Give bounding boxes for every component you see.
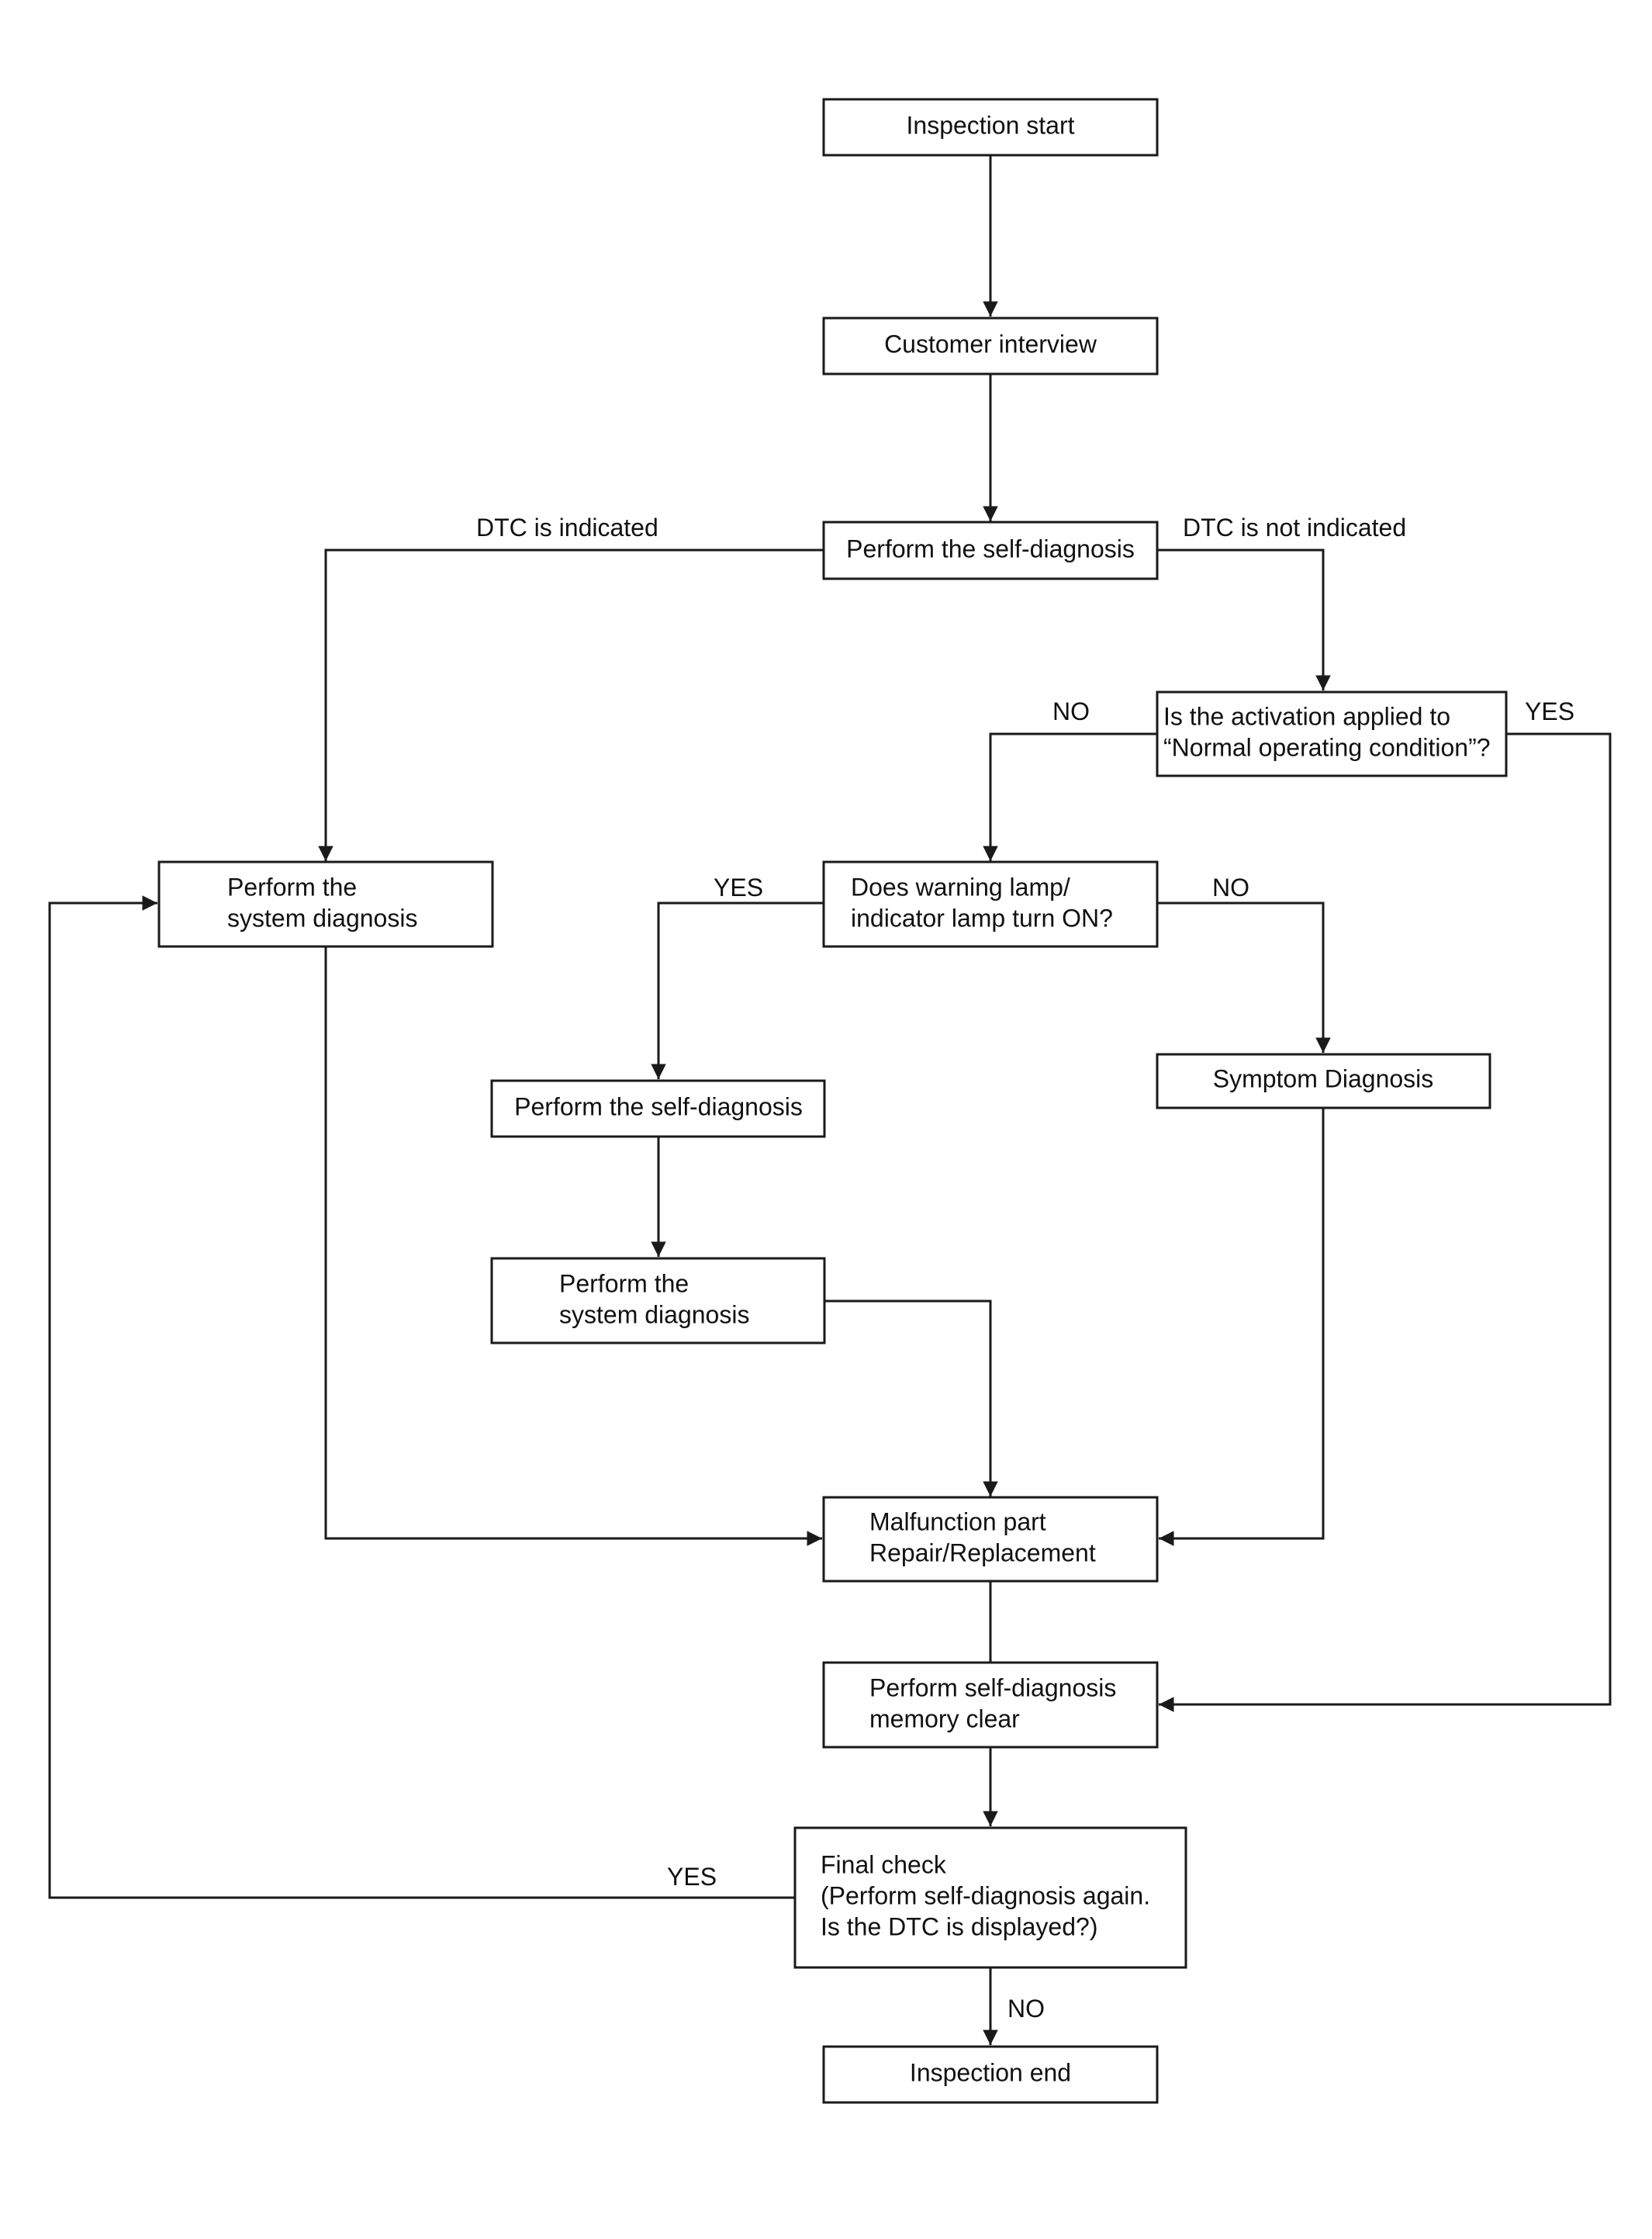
node-text-line: “Normal operating condition”? [1163, 733, 1491, 761]
node-text: Inspection end [910, 2058, 1071, 2086]
node-text-line: Final check [821, 1850, 947, 1878]
node-text-line: memory clear [869, 1704, 1020, 1732]
node-activation-question: Is the activation applied to “Normal oper… [1156, 690, 1508, 777]
node-text-line: Inspection end [910, 2058, 1071, 2086]
label-lamp-no: NO [1212, 874, 1249, 901]
connector-final-yes [48, 895, 795, 1899]
node-text-line: Does warning lamp/ [851, 873, 1070, 901]
node-text-line: Inspection start [907, 111, 1075, 139]
node-text: Perform self-diagnosis memory clear [869, 1673, 1116, 1732]
node-customer-interview: Customer interview [822, 317, 1159, 375]
label-lamp-yes: YES [714, 874, 763, 901]
connector-activation-yes [1159, 732, 1612, 1712]
node-inspection-end: Inspection end [822, 2045, 1159, 2104]
node-text: Does warning lamp/indicator lamp turn ON… [851, 873, 1113, 932]
node-final-check: Final check (Perform self-diagnosis again… [793, 1826, 1187, 1969]
connector-system-left-to-repair [324, 946, 822, 1546]
connector-activation-no [983, 732, 1157, 861]
node-text: Inspection start [907, 111, 1075, 139]
node-text-line: system diagnosis [559, 1300, 749, 1328]
label-dtc-not-indicated: DTC is not indicated [1183, 514, 1406, 542]
node-text-line: Is the activation applied to [1163, 702, 1450, 730]
label-activation-yes: YES [1525, 697, 1574, 725]
node-text: Final check (Perform self-diagnosis again… [821, 1850, 1150, 1940]
node-text: Symptom Diagnosis [1213, 1064, 1434, 1092]
connector-system-mid-to-repair [824, 1299, 998, 1497]
node-text-line: Malfunction part [869, 1507, 1046, 1535]
connector-lamp-yes [651, 901, 824, 1079]
label-final-no: NO [1007, 1995, 1045, 2023]
node-text: Customer interview [884, 330, 1097, 358]
node-text-line: Perform self-diagnosis [869, 1673, 1116, 1701]
node-text: Perform the system diagnosis [227, 873, 417, 932]
node-text-line: Perform the [227, 873, 357, 901]
label-dtc-indicated: DTC is indicated [476, 514, 658, 542]
node-memory-clear: Perform self-diagnosis memory clear [822, 1661, 1159, 1749]
node-system-diagnosis-left: Perform the system diagnosis [157, 860, 494, 948]
node-text-line: Perform the [559, 1269, 689, 1297]
node-text-line: Symptom Diagnosis [1213, 1064, 1434, 1092]
label-final-yes: YES [667, 1863, 717, 1891]
node-text: Perform the self-diagnosis [514, 1092, 803, 1120]
node-text-line: Perform the self-diagnosis [514, 1092, 803, 1120]
connector-symptom-to-repair [1159, 1108, 1325, 1546]
node-symptom-diagnosis: Symptom Diagnosis [1156, 1053, 1491, 1109]
node-text-line: Perform the self-diagnosis [846, 535, 1135, 562]
node-text-line: Is the DTC is displayed?) [821, 1912, 1097, 1940]
node-text-line: (Perform self-diagnosis again. [821, 1881, 1150, 1909]
edge-labels: DTC is indicated DTC is not indicated NO… [476, 514, 1574, 2023]
label-activation-no: NO [1052, 697, 1090, 725]
node-text: Is the activation applied to “Normal oper… [1163, 702, 1491, 761]
node-text: Perform the self-diagnosis [846, 535, 1135, 562]
connector-lamp-no [1157, 901, 1331, 1053]
node-text: Perform the system diagnosis [559, 1269, 749, 1328]
node-self-diagnosis-top: Perform the self-diagnosis [822, 521, 1159, 580]
connector-dtc-indicated [318, 549, 824, 861]
node-self-diagnosis-mid: Perform the self-diagnosis [490, 1079, 826, 1138]
node-text-line: Customer interview [884, 330, 1097, 358]
node-text-line: Repair/Replacement [869, 1538, 1096, 1566]
node-text-line: indicator lamp turn ON? [851, 904, 1113, 932]
node-system-diagnosis-mid: Perform the system diagnosis [490, 1257, 826, 1344]
connectors [48, 155, 1612, 2045]
node-inspection-start: Inspection start [822, 98, 1159, 157]
node-text-line: system diagnosis [227, 904, 417, 932]
node-warning-lamp-question: Does warning lamp/indicator lamp turn ON… [822, 860, 1159, 948]
connector-dtc-not-indicated [1157, 549, 1331, 690]
